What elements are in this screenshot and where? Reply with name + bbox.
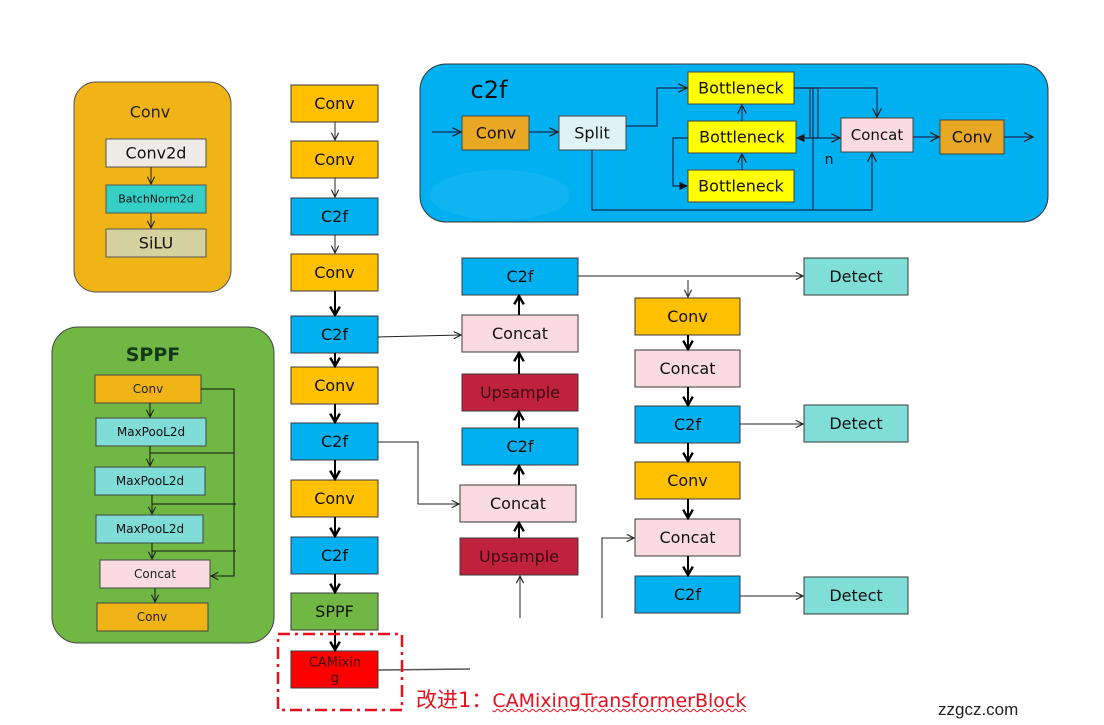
detect-head-3-label: Detect — [829, 586, 882, 605]
improvement-highlight-box — [276, 632, 404, 712]
neck-down-block-2-label: Concat — [660, 359, 716, 378]
c2f-panel-title: c2f — [471, 76, 508, 104]
detect-head-2-label: Detect — [829, 414, 882, 433]
neck-down-block-3-label: C2f — [674, 415, 701, 434]
neck-down-block-3: C2f — [634, 405, 741, 444]
backbone-block-10-label: SPPF — [315, 602, 354, 621]
neck-up-block-1: C2f — [461, 257, 579, 296]
detect-head-1-label: Detect — [829, 267, 882, 286]
neck-down-block-5-label: Concat — [660, 528, 716, 547]
skip-arrow — [378, 441, 459, 504]
backbone-block-5-label: C2f — [321, 325, 348, 344]
neck-down-block-1-label: Conv — [667, 307, 708, 326]
c2f-conv-in: Conv — [476, 124, 517, 143]
bottleneck-2: Bottleneck — [699, 128, 785, 147]
backbone-block-3: C2f — [290, 197, 379, 236]
connectors — [329, 122, 803, 671]
neck-down-block-4-label: Conv — [667, 471, 708, 490]
backbone-block-2: Conv — [290, 140, 379, 179]
backbone-block-3-label: C2f — [321, 207, 348, 226]
backbone-block-6-label: Conv — [314, 376, 355, 395]
neck-up-block-4-label: C2f — [507, 437, 534, 456]
c2f-split: Split — [574, 124, 609, 143]
backbone-column: ConvConvC2fConvC2fConvC2fConvC2fSPPFCAMi… — [290, 84, 379, 689]
backbone-block-10: SPPF — [290, 592, 379, 631]
skip-arrow — [377, 335, 461, 337]
conv2d-block: Conv2d — [126, 144, 187, 163]
neck-down-block-4: Conv — [634, 461, 741, 500]
backbone-block-4: Conv — [290, 253, 379, 292]
annotation-module-name: CAMixingTransformerBlock — [492, 690, 747, 712]
backbone-block-8-label: Conv — [314, 489, 355, 508]
sppf-conv-out: Conv — [137, 610, 167, 624]
sppf-maxpool-2: MaxPooL2d — [116, 474, 184, 488]
backbone-block-8: Conv — [290, 479, 379, 518]
conv-panel: Conv Conv2d BatchNorm2d SiLU — [73, 81, 232, 293]
n-label: n — [825, 152, 834, 168]
neck-down-block-1: Conv — [634, 297, 741, 336]
detect-head-3: Detect — [803, 576, 909, 615]
detect-head-2: Detect — [803, 404, 909, 443]
batchnorm2d-block: BatchNorm2d — [118, 193, 194, 206]
neck-down-block-5: Concat — [634, 518, 741, 557]
neck-up-block-3: Upsample — [461, 373, 579, 412]
sppf-panel: SPPF Conv MaxPooL2d MaxPooL2d MaxPooL2d … — [51, 326, 275, 644]
neck-up-block-1-label: C2f — [507, 267, 534, 286]
c2f-concat: Concat — [851, 126, 904, 144]
backbone-block-9: C2f — [290, 536, 379, 575]
bottleneck-1: Bottleneck — [698, 79, 784, 98]
backbone-block-9-label: C2f — [321, 546, 348, 565]
neck-up-block-6-label: Upsample — [479, 547, 559, 566]
improvement-annotation: 改进1：CAMixingTransformerBlock — [416, 684, 746, 714]
silu-block: SiLU — [139, 234, 173, 253]
annotation-prefix: 改进1： — [416, 688, 493, 712]
neck-up-block-6: Upsample — [459, 537, 579, 576]
backbone-block-1: Conv — [290, 84, 379, 123]
neck-up-block-5-label: Concat — [490, 494, 546, 513]
c2f-panel: c2f Conv Split Bottleneck Bottleneck Bot… — [419, 63, 1049, 223]
sppf-maxpool-3: MaxPooL2d — [116, 522, 184, 536]
backbone-block-7: C2f — [290, 422, 379, 461]
neck-down-block-6: C2f — [634, 575, 741, 614]
backbone-block-4-label: Conv — [314, 263, 355, 282]
conv-panel-title: Conv — [130, 103, 171, 122]
backbone-block-2-label: Conv — [314, 150, 355, 169]
neck-up-block-2-label: Concat — [492, 324, 548, 343]
detect-head-1: Detect — [803, 257, 909, 296]
c2f-conv-out: Conv — [952, 128, 993, 147]
neck-down-block-2: Concat — [634, 349, 741, 388]
neck-up-block-2: Concat — [461, 314, 579, 353]
neck-up-block-3-label: Upsample — [480, 383, 560, 402]
backbone-block-5: C2f — [290, 315, 379, 354]
bottleneck-3: Bottleneck — [698, 177, 784, 196]
neck-down-block-6-label: C2f — [674, 585, 701, 604]
neck-up-block-5: Concat — [459, 484, 577, 523]
backbone-block-7-label: C2f — [321, 432, 348, 451]
skip-arrow — [601, 538, 634, 618]
backbone-block-1-label: Conv — [314, 94, 355, 113]
backbone-block-6: Conv — [290, 366, 379, 405]
watermark: zzgcz.com — [938, 700, 1019, 719]
camixing-output-line — [377, 668, 471, 671]
sppf-panel-title: SPPF — [126, 344, 181, 366]
sppf-concat: Concat — [134, 567, 176, 581]
neck-up-block-4: C2f — [461, 427, 579, 466]
sppf-conv-in: Conv — [133, 382, 163, 396]
sppf-maxpool-1: MaxPooL2d — [117, 425, 185, 439]
